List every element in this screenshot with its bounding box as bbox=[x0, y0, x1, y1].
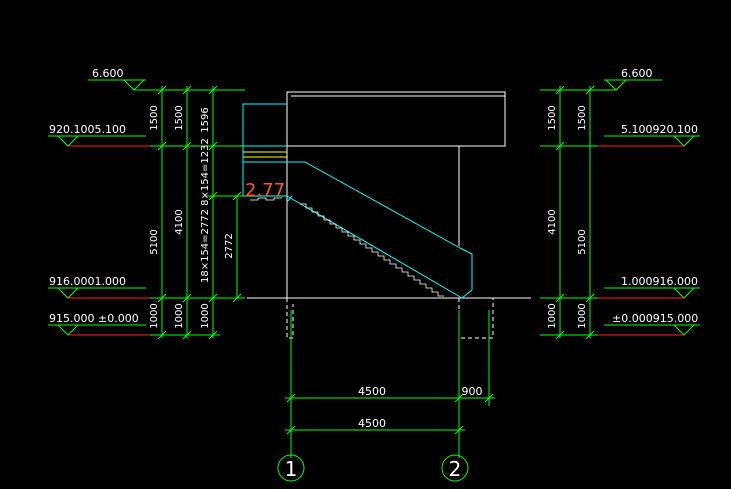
stair-level-annotation: 2.77 bbox=[245, 180, 285, 201]
elevation-label-left-top: 6.600 bbox=[92, 67, 124, 80]
dim-left-inner-18x154: 18×154=2772 bbox=[200, 209, 211, 283]
dim-left-mid-1500: 1500 bbox=[174, 105, 185, 130]
elevation-label-right-lower: 1.000916.000 bbox=[621, 275, 698, 288]
elevation-label-left-ground: 915.000 ±0.000 bbox=[49, 312, 139, 325]
dim-left-inner-8x154: 8×154=1232 bbox=[200, 138, 211, 206]
dim-left-inner-1596: 1596 bbox=[200, 107, 211, 132]
building-outline bbox=[242, 91, 531, 339]
axis-label-2: 2 bbox=[449, 457, 462, 481]
dim-right-outer-1000: 1000 bbox=[577, 303, 588, 328]
dim-left-outer-1000: 1000 bbox=[149, 303, 160, 328]
axis-bubble-2: 2 bbox=[441, 454, 469, 482]
axis-label-1: 1 bbox=[285, 457, 298, 481]
dim-right-inner-4100: 4100 bbox=[547, 209, 558, 234]
right-dimension-lines bbox=[540, 85, 598, 340]
horizontal-dimension-lines bbox=[285, 310, 495, 458]
dim-left-outer-1500: 1500 bbox=[149, 105, 160, 130]
dim-left-mid-4100: 4100 bbox=[174, 209, 185, 234]
dim-left-inner-2772: 2772 bbox=[224, 233, 235, 258]
axis-bubble-1: 1 bbox=[277, 454, 305, 482]
elevation-label-right-upper: 5.100920.100 bbox=[621, 123, 698, 136]
elevation-label-right-ground: ±0.000915.000 bbox=[612, 312, 698, 325]
elevation-label-right-top: 6.600 bbox=[621, 67, 653, 80]
dim-left-inner-1000: 1000 bbox=[200, 303, 211, 328]
dim-horizontal-upper-900: 900 bbox=[462, 385, 483, 398]
elevation-label-left-lower: 916.0001.000 bbox=[49, 275, 126, 288]
dim-horizontal-lower-4500: 4500 bbox=[358, 417, 386, 430]
left-dimension-lines bbox=[150, 85, 245, 340]
dim-right-inner-1000: 1000 bbox=[547, 303, 558, 328]
dim-right-outer-5100: 5100 bbox=[577, 229, 588, 254]
dim-right-inner-1500: 1500 bbox=[547, 105, 558, 130]
dim-left-mid-1000: 1000 bbox=[174, 303, 185, 328]
left-elevation-markers bbox=[48, 79, 162, 336]
dim-left-outer-5100: 5100 bbox=[149, 229, 160, 254]
elevation-label-left-upper: 920.1005.100 bbox=[49, 123, 126, 136]
dim-right-outer-1500: 1500 bbox=[577, 105, 588, 130]
dim-horizontal-upper-4500: 4500 bbox=[358, 385, 386, 398]
